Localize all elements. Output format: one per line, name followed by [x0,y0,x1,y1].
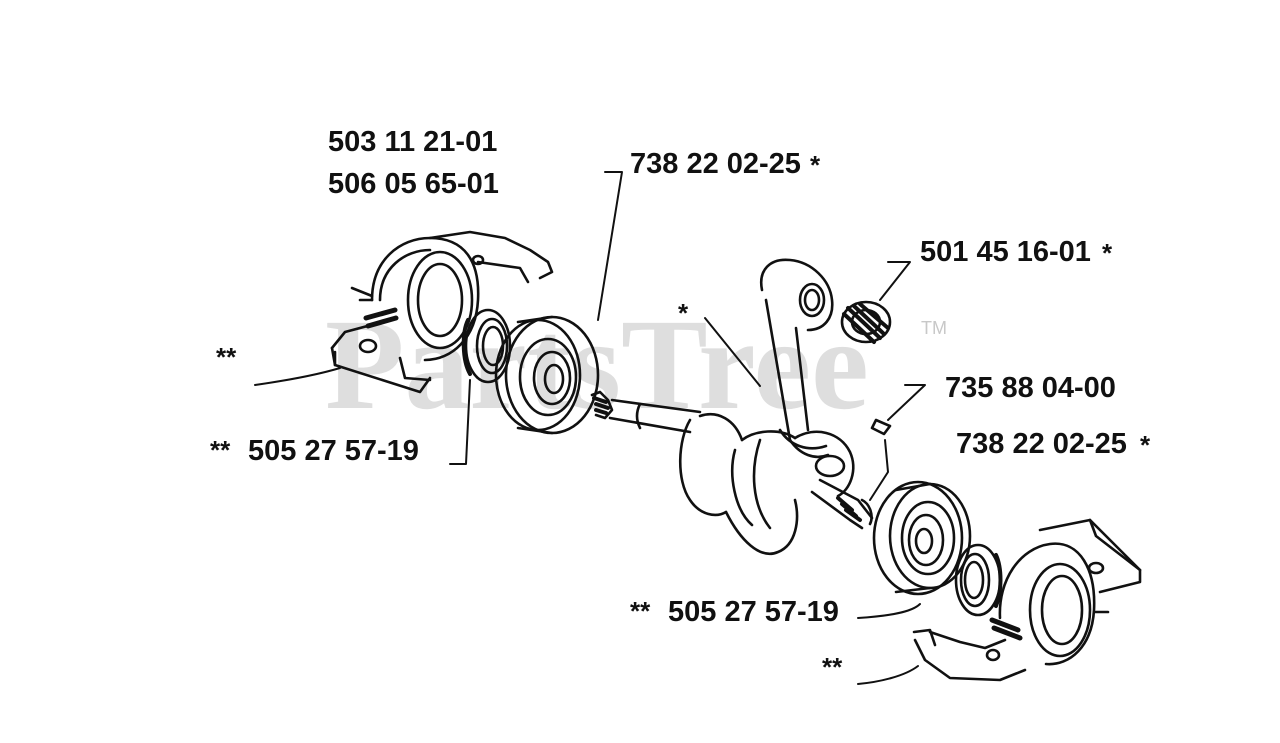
woodruff-key [870,418,892,436]
right-bearing-housing [912,518,1142,682]
housing-right-double-asterisk: ** [822,652,843,682]
left-main-bearing [494,315,600,435]
conrod-asterisk: * [678,298,689,328]
part-label-key: 735 88 04-00 [945,372,1116,404]
part-label-bearing-top: 738 22 02-25 [630,148,801,180]
part-label-506-05-65-01: 506 05 65-01 [328,168,499,200]
bearing-top-asterisk: * [810,150,821,180]
right-seal [954,543,1003,617]
part-label-seal-right: 505 27 57-19 [668,596,839,628]
needle-bearing [840,300,892,344]
needle-bearing-asterisk: * [1102,238,1113,268]
seal-left-double-asterisk: ** [210,435,231,465]
right-main-bearing [872,480,972,596]
leader-lines [254,171,926,685]
left-seal [461,308,512,384]
watermark-trademark: TM [921,318,947,338]
bearing-right-asterisk: * [1140,430,1151,460]
crankshaft [590,390,874,555]
part-label-seal-left: 505 27 57-19 [248,435,419,467]
connecting-rod [759,258,834,459]
part-label-503-11-21-01: 503 11 21-01 [328,126,498,158]
part-label-needle-bearing: 501 45 16-01 [920,236,1091,268]
housing-left-double-asterisk: ** [216,342,237,372]
left-bearing-housing [330,230,554,394]
part-label-bearing-right: 738 22 02-25 [956,428,1127,460]
seal-right-double-asterisk: ** [630,596,651,626]
